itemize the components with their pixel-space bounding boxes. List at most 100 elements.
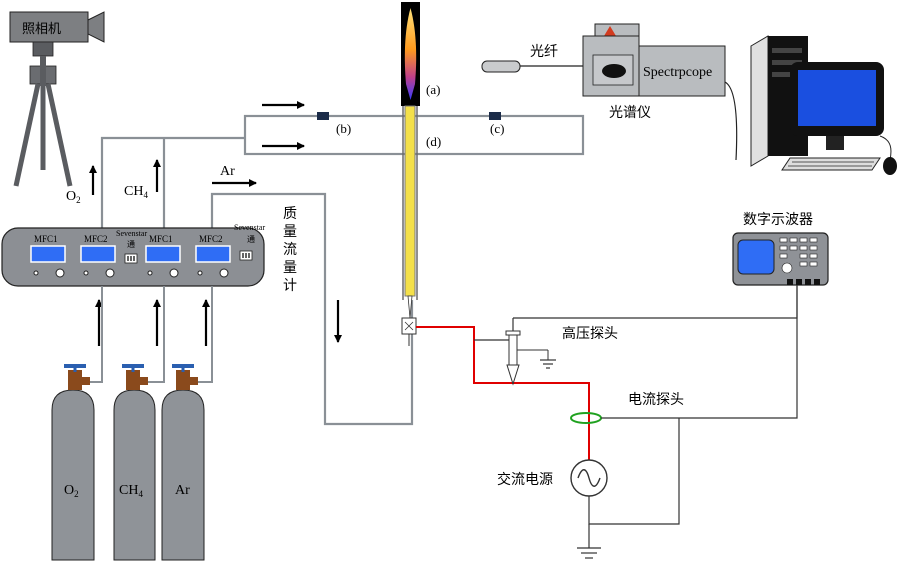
knob-icon[interactable]	[197, 270, 203, 276]
mfc-display-2	[80, 245, 116, 263]
hv-probe-to-scope	[513, 282, 798, 319]
gas-input-labels: O2 CH4 Ar	[66, 164, 235, 205]
mfc-label-1: MFC1	[34, 234, 58, 244]
mfc-label-2: MFC2	[84, 234, 108, 244]
button-icon[interactable]	[809, 245, 818, 251]
drive-bay-icon	[772, 48, 802, 53]
cylinder-label-o2: O2	[64, 483, 79, 499]
label-d: (d)	[426, 134, 441, 149]
knob-icon[interactable]	[83, 270, 89, 276]
ar-line	[210, 192, 414, 426]
knob-icon[interactable]	[147, 270, 153, 276]
button-icon[interactable]	[799, 237, 808, 243]
button-icon[interactable]	[779, 237, 788, 243]
ground-icon	[577, 547, 601, 559]
oscilloscope-ports	[787, 279, 820, 285]
mass-flow-char-2: 量	[283, 224, 297, 240]
mfc-switch-2[interactable]	[239, 250, 253, 261]
spectrometer-port-icon	[602, 64, 626, 78]
button-icon[interactable]	[789, 245, 798, 251]
button-icon[interactable]	[779, 253, 788, 259]
mass-flow-char-1: 质	[283, 206, 297, 222]
knob-icon[interactable]	[781, 262, 793, 274]
mfc-panel: MFC1 MFC2 MFC1 MFC2 Sevenstar 通 Sevensta…	[1, 223, 265, 287]
label-a: (a)	[426, 82, 440, 97]
keyboard-icon[interactable]	[781, 157, 881, 171]
valve-icon	[68, 370, 82, 390]
mass-flow-char-3: 流	[283, 242, 297, 258]
cylinder-pipe-3	[192, 286, 213, 383]
cylinder-body	[113, 389, 156, 561]
valve-knob-icon[interactable]	[64, 364, 86, 368]
valve-knob-icon[interactable]	[172, 364, 194, 368]
ac-source: 交流电源	[497, 418, 680, 559]
mass-flow-char-4: 量	[283, 260, 297, 276]
label-c: (c)	[490, 121, 504, 136]
valve-side	[190, 377, 198, 385]
knob-icon[interactable]	[219, 268, 229, 278]
valve-side	[140, 377, 148, 385]
camera-body	[9, 11, 89, 43]
spectrometer-top	[594, 23, 640, 37]
fiber-tip	[481, 60, 521, 73]
drive-bay-icon	[772, 72, 802, 77]
sevenstar-brand-2: Sevenstar	[234, 223, 265, 232]
button-icon[interactable]	[809, 261, 818, 267]
knob-icon[interactable]	[169, 268, 179, 278]
mouse-icon[interactable]	[883, 157, 897, 175]
valve-icon	[176, 370, 190, 390]
oscilloscope-screen	[737, 239, 775, 275]
button-icon[interactable]	[809, 253, 818, 259]
button-icon[interactable]	[799, 245, 808, 251]
knob-icon[interactable]	[55, 268, 65, 278]
warning-icon	[604, 26, 616, 36]
valve-knob-icon[interactable]	[122, 364, 144, 368]
cylinder-body	[51, 389, 95, 561]
camera-mount	[32, 41, 54, 57]
spectrometer: 光纤 Spectrpcope 光谱仪	[481, 23, 738, 161]
plasma-jet	[401, 2, 420, 346]
camera-lens	[87, 11, 105, 43]
hv-probe: 高压探头	[505, 282, 798, 386]
plasma-column	[404, 105, 416, 297]
drive-bay-icon	[772, 60, 802, 65]
hv-probe-body	[508, 334, 518, 366]
jet-labels: (a) (b) (c) (d)	[336, 82, 504, 149]
needle-electrode	[407, 295, 413, 319]
sine-wave-icon	[577, 469, 601, 487]
connector-c	[489, 112, 501, 120]
monitor-stand	[826, 136, 844, 150]
current-probe-label: 电流探头	[628, 392, 684, 408]
button-icon[interactable]	[809, 237, 818, 243]
button-icon[interactable]	[789, 237, 798, 243]
sevenstar-channel-1: 通	[127, 239, 135, 249]
computer	[750, 35, 897, 175]
spectrometer-label: 光谱仪	[609, 105, 651, 121]
current-probe: 电流探头	[570, 286, 798, 424]
ground-return	[588, 418, 680, 525]
mfc-display-1	[30, 245, 66, 263]
mfc-switch-1[interactable]	[124, 253, 138, 264]
manifold-line	[100, 136, 245, 228]
sevenstar-channel-2: 通	[247, 234, 255, 244]
mass-flow-char-5: 计	[283, 278, 297, 294]
button-icon[interactable]	[779, 245, 788, 251]
oscilloscope-label: 数字示波器	[743, 212, 813, 228]
mfc-knobs	[33, 268, 229, 278]
camera-label: 照相机	[22, 22, 61, 37]
flow-arrows	[89, 101, 342, 346]
mfc-label-4: MFC2	[199, 234, 223, 244]
cylinder-label-ar: Ar	[175, 483, 190, 498]
flame-icon	[404, 8, 417, 100]
tripod-column	[40, 56, 46, 86]
cylinder-o2: O2	[51, 364, 95, 561]
knob-icon[interactable]	[33, 270, 39, 276]
button-icon[interactable]	[799, 253, 808, 259]
cylinder-ch4: CH4	[113, 364, 156, 561]
mouse-cable	[879, 135, 892, 161]
ac-source-label: 交流电源	[497, 471, 553, 488]
button-icon[interactable]	[799, 261, 808, 267]
knob-icon[interactable]	[105, 268, 115, 278]
fiber-label: 光纤	[530, 44, 558, 60]
cylinder-pipe-2	[142, 286, 165, 383]
